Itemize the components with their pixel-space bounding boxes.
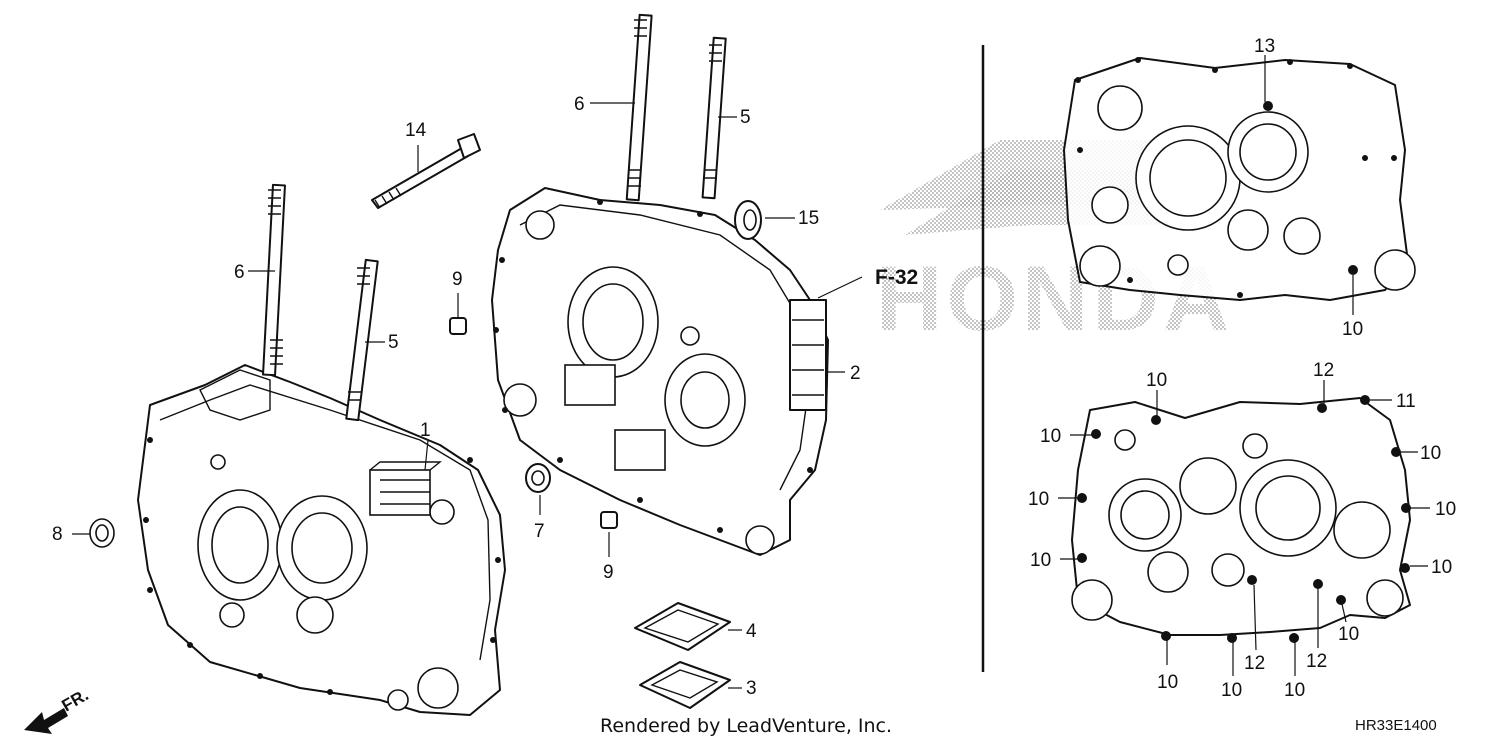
callout-6-left: 6 [234, 262, 245, 283]
callout-13: 13 [1254, 36, 1275, 57]
gasket-3 [639, 661, 731, 709]
callout-10-k: 10 [1420, 443, 1441, 464]
case-view-top [1063, 57, 1416, 301]
callout-5-left: 5 [388, 332, 399, 353]
callout-10-f: 10 [1221, 680, 1242, 701]
callout-2: 2 [850, 363, 861, 384]
callout-12-b: 12 [1244, 653, 1265, 674]
credit-text: Rendered by LeadVenture, Inc. [600, 715, 892, 737]
callout-5-right: 5 [740, 107, 751, 128]
callout-10-c: 10 [1028, 489, 1049, 510]
callout-8: 8 [52, 524, 63, 545]
callout-6-right: 6 [574, 94, 585, 115]
crankcase-left [137, 364, 506, 716]
oil-seal-7 [525, 463, 551, 493]
callout-10-e: 10 [1157, 672, 1178, 693]
callout-10-i: 10 [1431, 557, 1452, 578]
dowel-pin-9-top [449, 317, 467, 335]
callout-12-c: 12 [1306, 651, 1327, 672]
stud-6-left [262, 183, 286, 377]
callout-10-top-case: 10 [1342, 319, 1363, 340]
oil-seal-15 [734, 200, 762, 240]
leader-lines [72, 55, 1430, 689]
callout-10-h: 10 [1338, 624, 1359, 645]
callout-4: 4 [746, 621, 757, 642]
callout-14: 14 [405, 120, 427, 141]
washer-8 [89, 518, 115, 548]
callout-3: 3 [746, 678, 757, 699]
callout-10-b: 10 [1040, 426, 1061, 447]
callout-9-bottom: 9 [603, 562, 614, 583]
callout-12-a: 12 [1313, 360, 1334, 381]
callouts: 1 2 3 4 5 5 6 6 7 8 9 9 13 14 15 F-32 10… [52, 36, 1456, 701]
reference-f-32: F-32 [875, 266, 918, 289]
callout-10-a: 10 [1146, 370, 1167, 391]
gasket-4 [634, 602, 731, 651]
case-view-bottom [1071, 395, 1411, 643]
stud-5-left [345, 258, 379, 422]
front-direction-arrow: FR. [24, 685, 92, 734]
stud-6-right [625, 13, 653, 202]
callout-1: 1 [420, 420, 431, 441]
callout-15: 15 [798, 208, 819, 229]
bolt-14 [371, 133, 481, 209]
callout-7: 7 [534, 521, 545, 542]
dowel-pin-9-bottom [600, 511, 618, 529]
callout-10-d: 10 [1030, 550, 1051, 571]
callout-10-j: 10 [1435, 499, 1456, 520]
callout-11: 11 [1396, 391, 1416, 412]
callout-9-top: 9 [452, 269, 463, 290]
callout-10-g: 10 [1284, 680, 1305, 701]
crankcase-right [491, 187, 829, 556]
stud-5-right [701, 36, 727, 200]
diagram-code: HR33E1400 [1355, 717, 1437, 734]
